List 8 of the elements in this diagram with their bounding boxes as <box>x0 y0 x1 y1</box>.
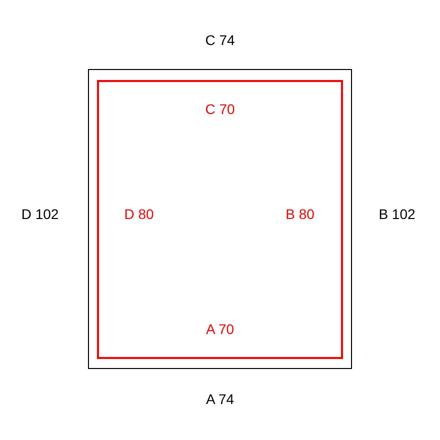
side-label: B 80 <box>286 206 314 222</box>
side-label: D 102 <box>21 206 59 222</box>
side-label: B 102 <box>378 206 416 222</box>
side-label: D 80 <box>124 206 154 222</box>
side-label: C 70 <box>205 101 235 117</box>
side-label: C 74 <box>205 32 235 48</box>
side-label: A 74 <box>206 391 234 407</box>
side-label: A 70 <box>206 321 234 337</box>
